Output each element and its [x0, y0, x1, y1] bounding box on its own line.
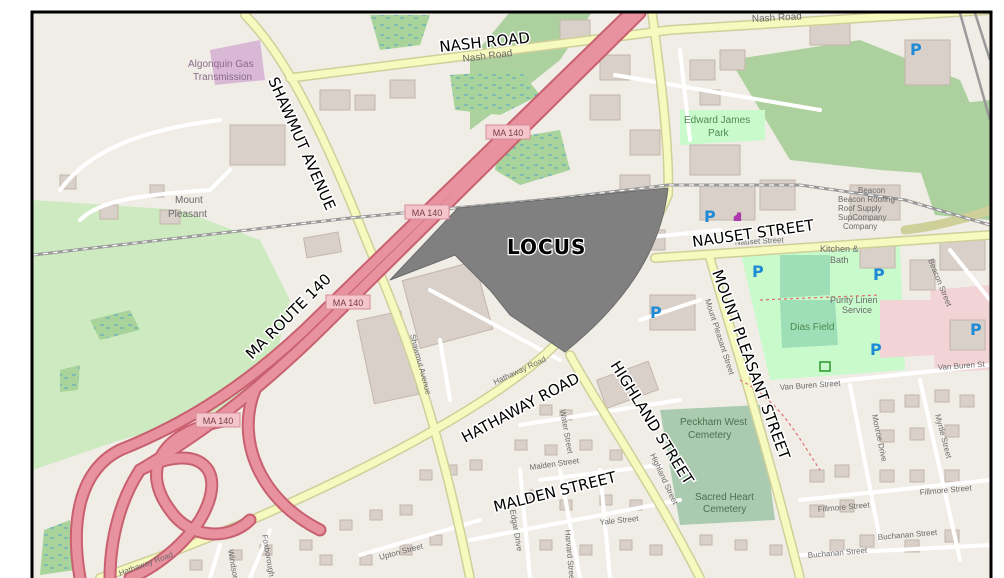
connector-road — [648, 13, 672, 199]
shop-icon: ⛘ — [733, 210, 742, 225]
parking-icon: P — [870, 340, 883, 359]
label-company: Company — [843, 222, 877, 231]
label-sacred-heart: Sacred Heart — [695, 492, 754, 503]
label-bath: Bath — [830, 255, 849, 265]
parking-icon: P — [910, 40, 923, 59]
parking-icons: P P P P P P P — [650, 40, 983, 359]
map-content: P P P P P P P ⛘ MA 140 MA 140 MA 140 MA … — [33, 11, 990, 578]
grass-area — [33, 200, 290, 470]
label-pleasant: Pleasant — [168, 209, 207, 220]
label-sacred-cemetery: Cemetery — [703, 504, 746, 515]
route-shield-label: MA 140 — [333, 298, 364, 308]
cemetery-area — [660, 405, 775, 525]
label-yale-street: Yale Street — [599, 514, 639, 527]
label-van-buren-2: Van Buren St — [938, 360, 986, 372]
ma-route-140 — [69, 13, 647, 578]
label-beacon: Beacon — [858, 186, 885, 195]
park-area — [680, 110, 765, 145]
label-transmission: Transmission — [193, 72, 252, 83]
label-nash-road-top: Nash Road — [752, 11, 803, 25]
wetland — [90, 310, 140, 340]
route-shield-label: MA 140 — [203, 416, 234, 426]
commercial-area — [880, 300, 935, 358]
minor-roads — [58, 48, 990, 578]
parking-icon: P — [704, 207, 717, 226]
recreation-icon — [819, 361, 831, 372]
parking-icon: P — [752, 262, 765, 281]
footpath — [739, 379, 821, 471]
route-shield-label: MA 140 — [493, 128, 524, 138]
label-edward-james: Edward James — [684, 115, 750, 126]
wetland — [370, 15, 430, 50]
label-nauset-small: Nauset Street — [735, 235, 785, 247]
label-park: Park — [708, 128, 730, 139]
highland-street — [566, 351, 704, 578]
wetland — [40, 520, 75, 575]
wetland — [450, 70, 540, 115]
locus-parcel[interactable] — [389, 187, 669, 353]
wetland — [60, 365, 80, 392]
nash-road — [286, 13, 990, 82]
label-peckham-cemetery: Cemetery — [688, 430, 731, 441]
label-sup-company: SupCompany — [838, 213, 886, 222]
wood-area — [900, 100, 990, 220]
pitch — [780, 255, 830, 298]
label-service: Service — [842, 305, 872, 315]
footpath — [759, 294, 881, 301]
label-van-buren: Van Buren Street — [780, 379, 842, 392]
label-kitchen: Kitchen & — [820, 244, 859, 254]
parking-icon: P — [873, 265, 886, 284]
parking-icon: P — [970, 320, 983, 339]
label-purity: Purity Linen — [830, 295, 878, 305]
map-frame — [30, 10, 993, 578]
route-shields: MA 140 MA 140 MA 140 MA 140 — [195, 124, 531, 428]
label-dias-field: Dias Field — [790, 322, 834, 333]
parking-icon: P — [650, 303, 663, 322]
label-roof-supply: Roof Supply — [838, 204, 882, 213]
houses — [189, 389, 975, 571]
railways — [33, 13, 990, 257]
label-mount: Mount — [175, 195, 203, 206]
industrial-area — [210, 40, 265, 85]
label-algonquin: Algonquin Gas — [188, 59, 254, 70]
label-peckham: Peckham West — [680, 417, 747, 428]
locus-label: LOCUS — [507, 235, 586, 259]
label-harvard-street: Harvard Street — [563, 529, 577, 578]
shawmut-avenue — [241, 13, 474, 578]
mount-pleasant-street — [706, 254, 804, 578]
label-beacon-roofing: Beacon Roofing — [838, 195, 895, 204]
pitch — [780, 300, 838, 348]
nauset-street — [651, 231, 990, 262]
route-shield-label: MA 140 — [412, 208, 443, 218]
